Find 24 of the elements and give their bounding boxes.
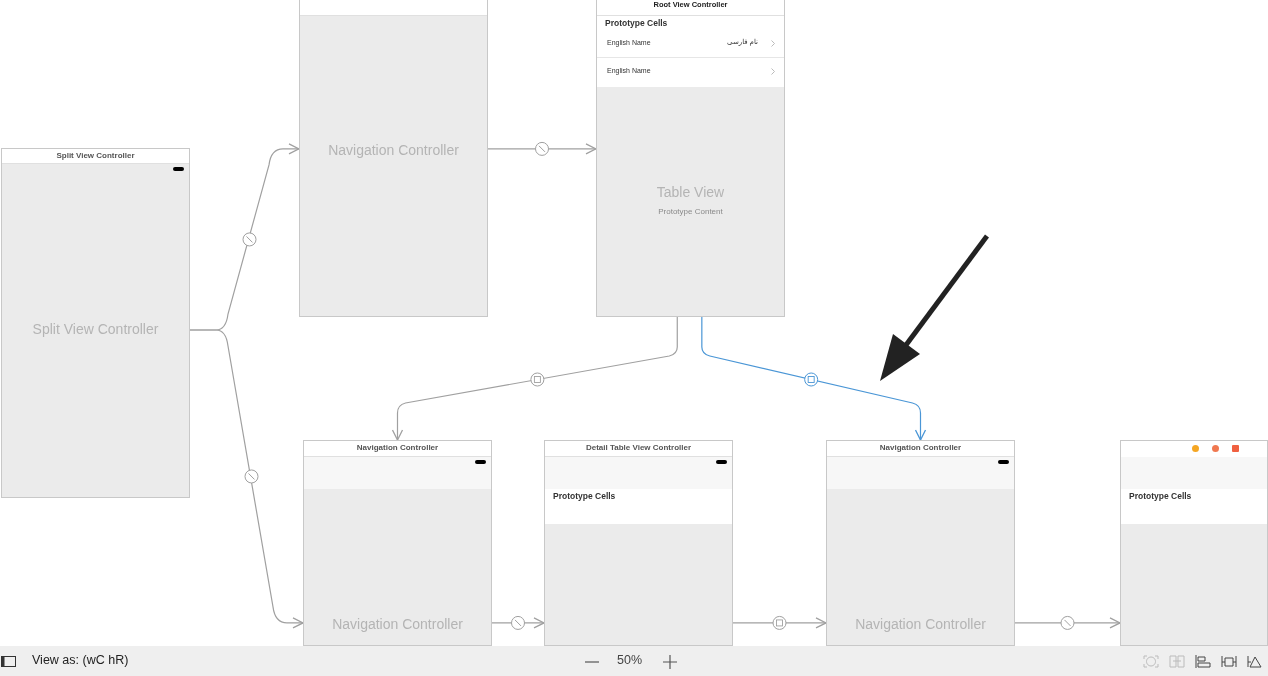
segue-arrow (732, 617, 827, 629)
scene-title: Navigation Controller (878, 443, 963, 452)
device-label: View as: (wC hR) (32, 653, 129, 667)
table-view-sublabel: Prototype Content (657, 207, 724, 216)
zoom-level: 50% (617, 653, 643, 667)
view-controller-scene (826, 440, 1015, 646)
section-header: Prototype Cells (1129, 491, 1192, 501)
segue-arrow (1014, 617, 1121, 629)
segue-arrow (701, 316, 927, 441)
scene-title: Split View Controller (55, 151, 136, 160)
view-controller-scene (303, 440, 492, 646)
segue-arrow (391, 316, 678, 441)
view-controller-scene (1, 148, 190, 498)
scene-title: Navigation Controller (355, 443, 440, 452)
view-controller-scene (299, 0, 488, 317)
view-controller-scene (596, 0, 785, 317)
section-header: Prototype Cells (553, 491, 616, 501)
view-controller-scene (544, 440, 733, 646)
segue-arrow (491, 617, 545, 629)
segue-arrow (189, 329, 304, 629)
segue-arrow (487, 143, 597, 155)
section-header: Prototype Cells (605, 18, 668, 28)
view-controller-scene (1120, 440, 1268, 646)
scene-title: Detail Table View Controller (584, 443, 693, 452)
